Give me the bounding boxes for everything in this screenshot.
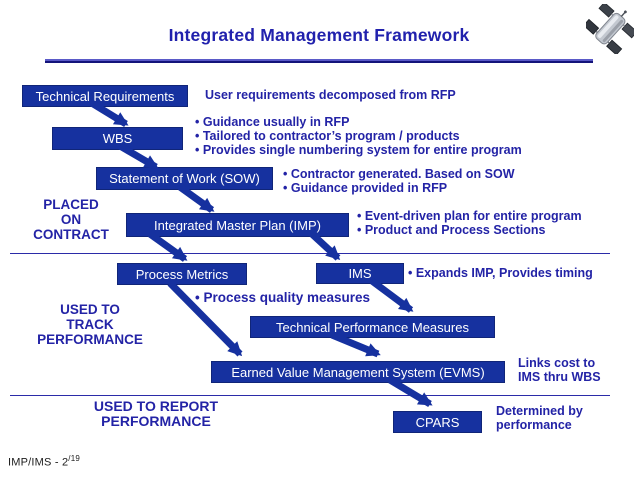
- note-sow-line: • Guidance provided in RFP: [283, 181, 448, 195]
- note-imp-bullets: • Event-driven plan for entire program •…: [357, 209, 582, 237]
- flow-box-imp: Integrated Master Plan (IMP): [126, 213, 349, 237]
- note-wbs-line: • Tailored to contractor’s program / pro…: [195, 129, 460, 143]
- note-sow-bullets: • Contractor generated. Based on SOW • G…: [283, 167, 515, 195]
- note-wbs-line: • Provides single numbering system for e…: [195, 143, 522, 157]
- note-evms: Links cost to IMS thru WBS: [518, 356, 601, 384]
- flow-box-tpm: Technical Performance Measures: [250, 316, 495, 338]
- note-sow-line: • Contractor generated. Based on SOW: [283, 167, 515, 181]
- note-wbs-line: • Guidance usually in RFP: [195, 115, 350, 129]
- flow-box-technical-requirements: Technical Requirements: [22, 85, 188, 107]
- note-process-metrics: • Process quality measures: [195, 290, 371, 305]
- footer-text: IMP/IMS - 2: [8, 456, 69, 469]
- flow-box-ims: IMS: [316, 263, 404, 284]
- note-technical-requirements: User requirements decomposed from RFP: [205, 88, 456, 102]
- page-title: Integrated Management Framework: [168, 25, 470, 45]
- side-label-used-to-track: USED TO TRACK PERFORMANCE: [37, 302, 143, 347]
- note-ims: • Expands IMP, Provides timing: [408, 266, 593, 280]
- flow-box-evms: Earned Value Management System (EVMS): [211, 361, 505, 383]
- flow-box-process-metrics: Process Metrics: [117, 263, 247, 285]
- satellite-icon: [583, 1, 638, 56]
- note-evms-line: Links cost to: [518, 356, 596, 370]
- arrow-ims-to-tpm: [369, 278, 414, 313]
- note-evms-line: IMS thru WBS: [518, 370, 601, 384]
- note-cpars-line: Determined by: [496, 404, 583, 418]
- flow-box-cpars: CPARS: [393, 411, 482, 433]
- arrow-imp-to-ims: [309, 231, 341, 261]
- arrow-imp-to-process-metrics: [147, 231, 188, 262]
- slide-footer: IMP/IMS - 2/19: [8, 454, 80, 469]
- divider-line-contract-track: [10, 253, 610, 254]
- side-label-used-to-report: USED TO REPORT PERFORMANCE: [93, 398, 219, 429]
- side-label-placed-on-contract: PLACED ON CONTRACT: [33, 197, 109, 242]
- title-rule: [45, 59, 593, 63]
- note-wbs-bullets: • Guidance usually in RFP • Tailored to …: [195, 115, 522, 157]
- arrow-sow-to-imp: [177, 184, 215, 213]
- footer-superscript: /19: [68, 454, 80, 463]
- note-imp-line: • Event-driven plan for entire program: [357, 209, 582, 223]
- note-imp-line: • Product and Process Sections: [357, 223, 546, 237]
- flow-box-wbs: WBS: [52, 127, 183, 150]
- arrow-evms-to-cpars: [388, 376, 433, 408]
- divider-line-track-report: [10, 395, 610, 396]
- flow-box-sow: Statement of Work (SOW): [96, 167, 273, 190]
- note-cpars: Determined by performance: [496, 404, 583, 432]
- note-cpars-line: performance: [496, 418, 572, 432]
